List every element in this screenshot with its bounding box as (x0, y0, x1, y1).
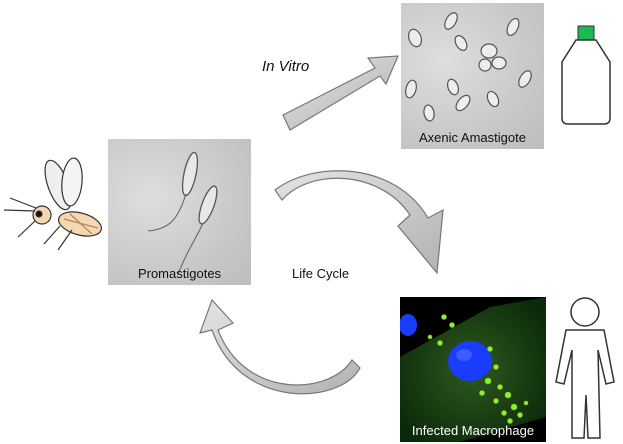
in-vitro-label: In Vitro (262, 58, 310, 75)
promastigotes-caption: Promastigotes (137, 266, 222, 281)
amastigote-cells (405, 12, 532, 122)
life-cycle-label: Life Cycle (292, 266, 350, 281)
macrophage-image (400, 297, 546, 442)
culture-flask-icon (561, 25, 611, 125)
life-cycle-arrow-lower (199, 298, 361, 395)
axenic-amastigote-panel: Axenic Amastigote (401, 3, 544, 149)
human-figure-icon (555, 297, 615, 439)
promastigote-cells (147, 151, 218, 275)
sandfly-icon (3, 157, 103, 251)
axenic-amastigote-caption: Axenic Amastigote (419, 130, 526, 145)
infected-macrophage-caption: Infected Macrophage (411, 423, 535, 438)
infected-macrophage-panel: Infected Macrophage (400, 297, 546, 442)
promastigotes-panel: Promastigotes (108, 139, 251, 285)
in-vitro-arrow (282, 55, 399, 131)
life-cycle-arrow-upper (274, 170, 444, 275)
